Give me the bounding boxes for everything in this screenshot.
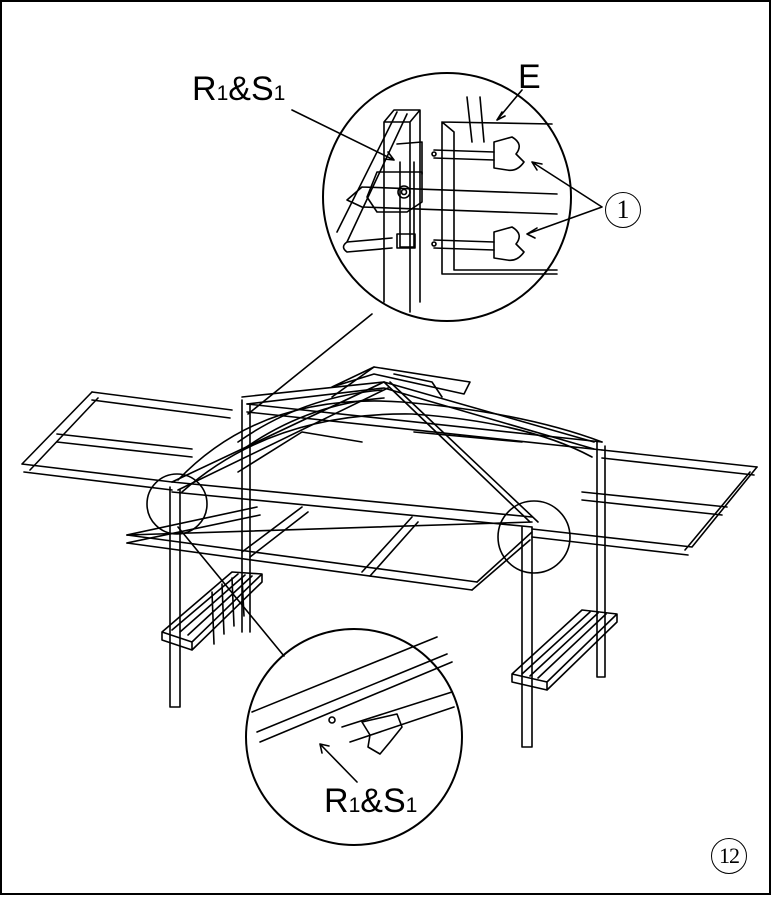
gazebo-frame xyxy=(21,366,758,748)
bottom-detail-magnifier xyxy=(177,526,463,846)
r1s1-label-bottom: R1&S1 xyxy=(324,782,418,820)
e-label: E xyxy=(518,58,541,96)
left-shelf xyxy=(161,571,263,651)
knob-bolt-lower xyxy=(431,226,525,262)
top-detail-magnifier xyxy=(247,72,603,415)
right-shelf xyxy=(511,609,618,691)
step-number: 12 xyxy=(711,838,747,874)
r1s1-label-top: R1&S1 xyxy=(192,70,286,108)
callout-number-1: 1 xyxy=(605,192,641,228)
knob-bolt-upper xyxy=(431,136,525,172)
